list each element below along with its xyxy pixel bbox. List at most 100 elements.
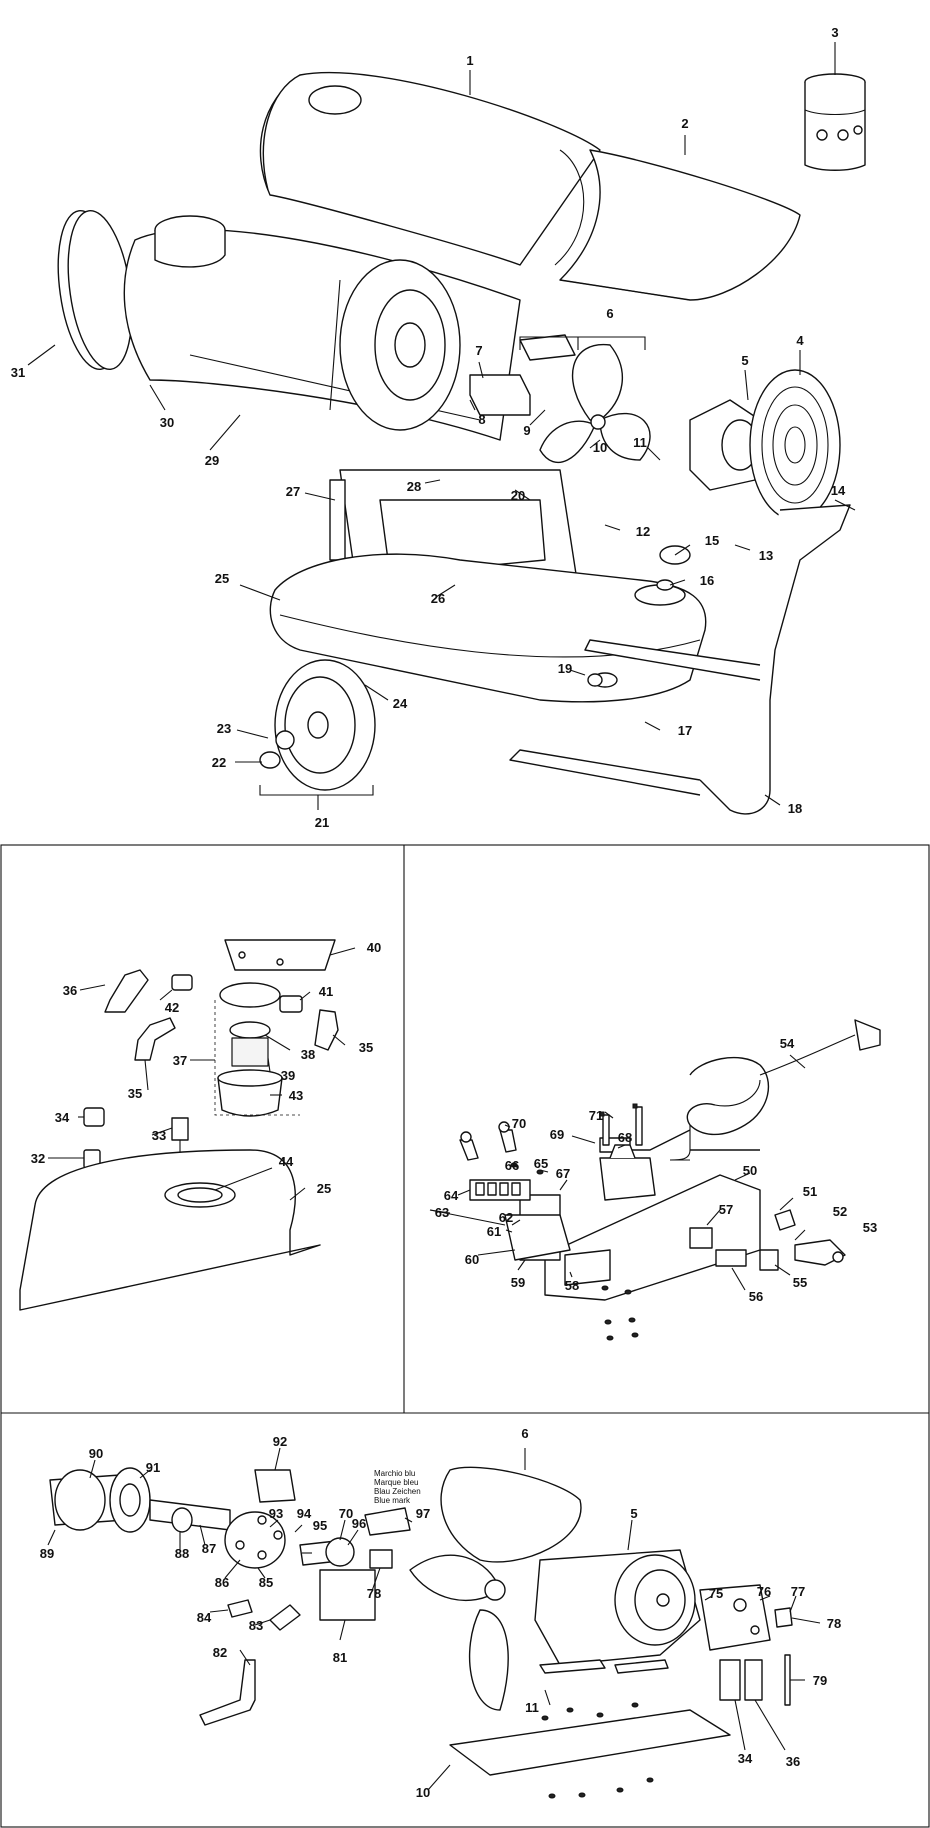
callout-13: 13 (759, 548, 773, 563)
callout-40: 40 (367, 940, 381, 955)
callout-37: 37 (173, 1053, 187, 1068)
filter-head-part (219, 982, 281, 1008)
callout-27: 27 (286, 484, 300, 499)
callout-65: 65 (534, 1156, 548, 1171)
callout-22: 22 (212, 755, 226, 770)
callout-66: 66 (505, 1158, 519, 1173)
callout-70-elec: 70 (512, 1116, 526, 1131)
fan-blade-top-part (440, 1466, 582, 1563)
fan-blade-part (539, 343, 651, 463)
callout-labels: 1 2 3 4 5 6 7 8 9 10 11 12 13 14 15 16 1… (11, 25, 877, 1800)
mounting-bracket-part (224, 939, 336, 971)
callout-75: 75 (709, 1586, 723, 1601)
callout-71: 71 (589, 1108, 603, 1123)
callout-82: 82 (213, 1645, 227, 1660)
callout-36-burner: 36 (786, 1754, 800, 1769)
fan-guard-part (749, 369, 841, 521)
blue-mark-note-it: Marchio blu (374, 1469, 415, 1478)
callout-25-tank: 25 (317, 1181, 331, 1196)
callout-20: 20 (511, 488, 525, 503)
callout-17: 17 (678, 723, 692, 738)
callout-83: 83 (249, 1618, 263, 1633)
callout-44: 44 (279, 1154, 294, 1169)
callout-6: 6 (606, 306, 613, 321)
callout-64: 64 (444, 1188, 459, 1203)
callout-34-tank: 34 (55, 1110, 70, 1125)
callout-61: 61 (487, 1224, 501, 1239)
callout-1: 1 (466, 53, 473, 68)
blue-mark-note-fr: Marque bleu (374, 1478, 418, 1487)
callout-19: 19 (558, 661, 572, 676)
callout-38: 38 (301, 1047, 315, 1062)
callout-15: 15 (705, 533, 719, 548)
blue-mark-note: Marchio blu Marque bleu Blau Zeichen Blu… (374, 1469, 421, 1505)
electrical-leader-lines (429, 1054, 806, 1291)
callout-63: 63 (435, 1205, 449, 1220)
tank-top-part (19, 1149, 321, 1311)
callout-36-tank: 36 (63, 983, 77, 998)
tank-fittings-assembly (19, 939, 339, 1311)
combustion-chamber-part (123, 215, 521, 441)
callout-94: 94 (297, 1506, 312, 1521)
motor-bracket-part (449, 1709, 731, 1776)
callout-26: 26 (431, 591, 445, 606)
callout-30: 30 (160, 415, 174, 430)
callout-9: 9 (523, 423, 530, 438)
callout-93: 93 (269, 1506, 283, 1521)
callout-34-burner: 34 (738, 1751, 753, 1766)
callout-70-burner: 70 (339, 1506, 353, 1521)
plug-part (854, 1019, 881, 1051)
callout-24: 24 (393, 696, 408, 711)
callout-95: 95 (313, 1518, 327, 1533)
burner-leader-lines (47, 1447, 821, 1791)
elbow-fitting-lower-part (134, 1017, 176, 1061)
electrical-assembly (429, 1019, 881, 1341)
callout-41: 41 (319, 984, 333, 999)
callout-69: 69 (550, 1127, 564, 1142)
fan-shroud-part (329, 259, 461, 431)
fuel-pipe-part (199, 1659, 256, 1726)
callout-57: 57 (719, 1202, 733, 1217)
elbow-fitting-part (104, 969, 149, 1013)
burner-head-part (224, 1511, 286, 1569)
callout-81: 81 (333, 1650, 347, 1665)
callout-68: 68 (618, 1130, 632, 1145)
callout-21: 21 (315, 815, 329, 830)
callout-87: 87 (202, 1541, 216, 1556)
callout-28: 28 (407, 479, 421, 494)
callout-50: 50 (743, 1163, 757, 1178)
callout-33: 33 (152, 1128, 166, 1143)
callout-31: 31 (11, 365, 25, 380)
upper-housing-part (259, 71, 601, 266)
wheel-part (259, 659, 376, 791)
callout-25: 25 (215, 571, 229, 586)
filter-element-part (231, 1037, 269, 1067)
callout-42: 42 (165, 1000, 179, 1015)
callout-85: 85 (259, 1575, 273, 1590)
callout-54: 54 (780, 1036, 795, 1051)
front-guard-ring-part (57, 209, 133, 371)
callout-60: 60 (465, 1252, 479, 1267)
callout-35-right: 35 (359, 1040, 373, 1055)
filter-bowl-part (217, 1077, 283, 1117)
callout-58: 58 (565, 1278, 579, 1293)
callout-12: 12 (636, 524, 650, 539)
motor-part (689, 399, 761, 491)
callout-77: 77 (791, 1584, 805, 1599)
burner-assembly (49, 1466, 793, 1799)
callout-18: 18 (788, 801, 802, 816)
callout-76: 76 (757, 1584, 771, 1599)
callout-55: 55 (793, 1275, 807, 1290)
elbow-fitting-right-part (314, 1009, 339, 1051)
callout-11-burner: 11 (525, 1700, 539, 1715)
panel-frames (0, 844, 930, 1828)
callout-92: 92 (273, 1434, 287, 1449)
callout-10: 10 (593, 440, 607, 455)
control-box-part (469, 334, 576, 416)
drain-plug-part (587, 673, 603, 687)
handle-frame-part (509, 504, 851, 815)
callout-8: 8 (478, 412, 485, 427)
fuel-tank-part (269, 553, 707, 703)
ignition-transformer-part (319, 1569, 376, 1621)
